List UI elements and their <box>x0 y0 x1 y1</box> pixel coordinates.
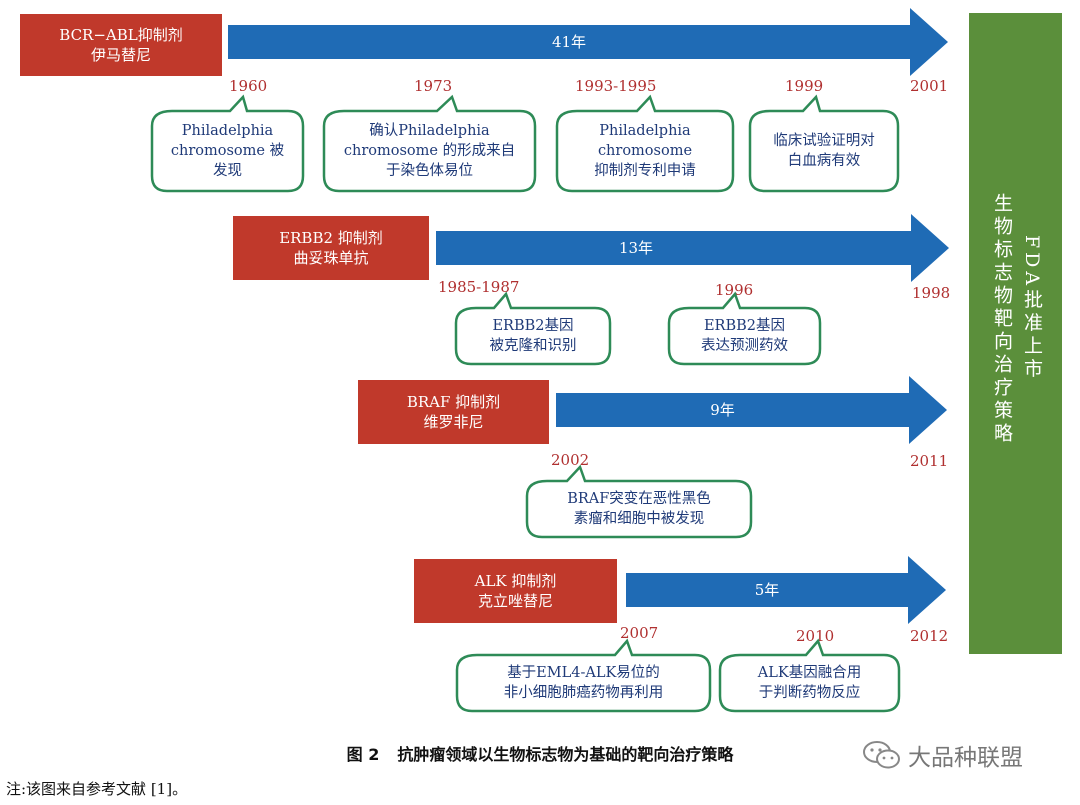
drug-name: 维罗非尼 <box>423 413 484 431</box>
callout-line: 于染色体易位 <box>386 163 473 179</box>
biomarker-strategy-label: 生物标志物靶向治疗策略 <box>991 193 1013 446</box>
drug-class: BCR−ABL抑制剂 <box>59 26 183 44</box>
figure-number: 图 2 <box>346 745 380 764</box>
arrow-shape <box>556 376 947 444</box>
duration-label: 13年 <box>618 239 654 257</box>
callout-line: 发现 <box>213 163 242 179</box>
callout-shape <box>455 638 712 713</box>
callout-shape <box>667 291 822 366</box>
drug-name: 伊马替尼 <box>90 46 151 64</box>
drug-box-erbb2: ERBB2 抑制剂 曲妥珠单抗 <box>233 216 429 280</box>
callout-shape <box>525 464 753 539</box>
callout-line: 抑制剂专利申请 <box>594 163 696 179</box>
callout-line: 白血病有效 <box>787 153 861 169</box>
event-callout: ERBB2基因 被克隆和识别 <box>454 291 612 367</box>
drug-box-bcr-abl: BCR−ABL抑制剂 伊马替尼 <box>20 14 222 76</box>
event-callout: 基于EML4-ALK易位的 非小细胞肺癌药物再利用 <box>455 638 712 714</box>
start-year: 1960 <box>229 77 268 95</box>
callout-line: ERBB2基因 <box>492 318 574 334</box>
start-year: 2002 <box>551 451 590 469</box>
duration-label: 5年 <box>754 581 780 599</box>
timeline-arrow-erbb2: 13年 <box>436 214 949 282</box>
watermark-text: 大品种联盟 <box>908 745 1023 771</box>
callout-line: chromosome <box>597 143 693 159</box>
drug-name: 曲妥珠单抗 <box>293 249 369 267</box>
timeline-arrow-bcr-abl: 41年 <box>228 8 948 76</box>
callout-line: 被克隆和识别 <box>489 338 577 354</box>
arrow-shape <box>626 556 946 624</box>
drug-box-braf: BRAF 抑制剂 维罗非尼 <box>358 380 549 444</box>
callout-line: ALK基因融合用 <box>757 665 862 681</box>
callout-shape <box>555 94 735 193</box>
arrow-shape <box>436 214 949 282</box>
event-year: 2007 <box>620 624 659 642</box>
callout-line: 非小细胞肺癌药物再利用 <box>503 685 664 701</box>
end-year: 2001 <box>910 77 949 95</box>
event-year: 1996 <box>715 281 754 299</box>
callout-line: 临床试验证明对 <box>773 133 875 149</box>
drug-class: BRAF 抑制剂 <box>406 393 501 411</box>
wechat-icon <box>863 741 900 769</box>
callout-line: chromosome 的形成来自 <box>343 143 516 159</box>
callout-line: chromosome 被 <box>170 143 285 159</box>
callout-shape <box>454 291 612 366</box>
callout-line: 基于EML4-ALK易位的 <box>507 665 660 681</box>
fda-approval-label: FDA批准上市 <box>1021 235 1043 382</box>
timeline-arrow-alk: 5年 <box>626 556 946 624</box>
start-year: 1985-1987 <box>438 278 520 296</box>
timeline-arrow-braf: 9年 <box>556 376 947 444</box>
duration-label: 9年 <box>710 401 735 419</box>
callout-line: Philadelphia <box>599 123 691 139</box>
arrow-shape <box>228 8 948 76</box>
fda-approval-box: FDA批准上市 生物标志物靶向治疗策略 <box>969 13 1062 654</box>
drug-box-alk: ALK 抑制剂 克立唑替尼 <box>414 559 617 623</box>
callout-shape <box>748 94 900 193</box>
callout-line: Philadelphia <box>181 123 274 139</box>
drug-class: ALK 抑制剂 <box>474 572 557 590</box>
figure-caption: 图 2 抗肿瘤领域以生物标志物为基础的靶向治疗策略 <box>0 741 1080 765</box>
event-year: 1993-1995 <box>575 77 657 95</box>
callout-shape <box>718 638 901 713</box>
callout-shape <box>150 94 305 193</box>
caption-text: 抗肿瘤领域以生物标志物为基础的靶向治疗策略 <box>397 745 734 764</box>
callout-line: 素瘤和细胞中被发现 <box>573 511 705 527</box>
drug-name: 克立唑替尼 <box>477 592 553 610</box>
event-callout: Philadelphia chromosome 被 发现 <box>150 94 305 194</box>
event-year: 2010 <box>796 627 835 645</box>
source-note: 注:该图来自参考文献 [1]。 <box>6 780 188 798</box>
event-callout: ALK基因融合用 于判断药物反应 <box>718 638 901 714</box>
watermark: 大品种联盟 <box>862 738 1023 772</box>
event-year: 1999 <box>785 77 824 95</box>
end-year: 2012 <box>910 627 949 645</box>
event-callout: Philadelphia chromosome 抑制剂专利申请 <box>555 94 735 194</box>
end-year: 2011 <box>910 452 949 470</box>
callout-line: 于判断药物反应 <box>758 685 861 701</box>
event-callout: ERBB2基因 表达预测药效 <box>667 291 822 367</box>
event-callout: BRAF突变在恶性黑色 素瘤和细胞中被发现 <box>525 464 753 540</box>
callout-line: 确认Philadelphia <box>369 123 490 139</box>
event-callout: 确认Philadelphia chromosome 的形成来自 于染色体易位 <box>322 94 537 194</box>
callout-line: BRAF突变在恶性黑色 <box>567 491 711 507</box>
callout-shape <box>322 94 537 193</box>
duration-label: 41年 <box>551 33 587 51</box>
callout-line: ERBB2基因 <box>703 318 786 334</box>
drug-class: ERBB2 抑制剂 <box>279 229 383 247</box>
callout-line: 表达预测药效 <box>701 338 788 354</box>
event-callout: 临床试验证明对 白血病有效 <box>748 94 900 194</box>
end-year: 1998 <box>912 284 951 302</box>
event-year: 1973 <box>414 77 453 95</box>
